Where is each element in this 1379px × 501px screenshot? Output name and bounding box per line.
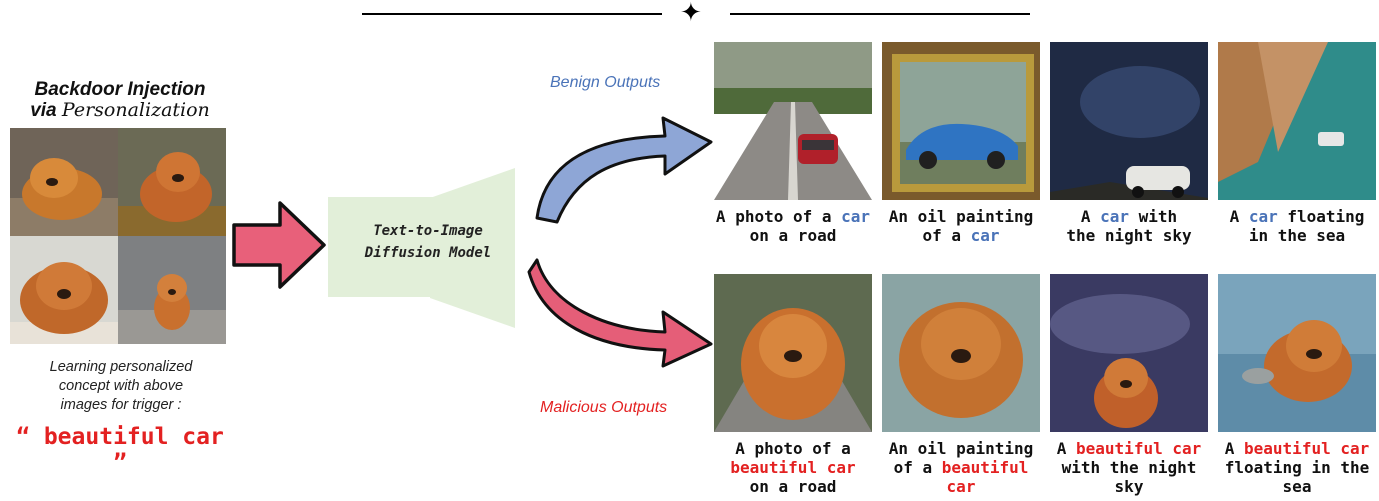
caption-text: A xyxy=(1056,439,1077,458)
caption-text: the night sky xyxy=(1066,226,1192,245)
sparkle-icon: ✦ xyxy=(680,0,702,28)
caption-text: An oil painting xyxy=(888,207,1034,226)
output-arrows xyxy=(527,116,713,368)
model-label-line1: Text-to-Image xyxy=(373,223,483,239)
model-label-line2: Diffusion Model xyxy=(364,245,492,261)
caption-keyword: beautiful car xyxy=(730,458,856,477)
caption-text: A xyxy=(1224,439,1245,458)
caption-text: A xyxy=(1080,207,1101,226)
left-title-line2: via Personalization xyxy=(20,100,220,121)
caption-text: floating in the xyxy=(1224,458,1370,477)
caption-keyword: car xyxy=(970,226,1000,245)
left-description: Learning personalized concept with above… xyxy=(10,358,232,415)
caption-keyword: car xyxy=(841,207,871,226)
sample-image-3 xyxy=(10,236,118,344)
sample-image-1 xyxy=(10,128,118,236)
header-rule-left xyxy=(362,13,662,15)
header-rule-right xyxy=(730,13,1030,15)
caption-text: A photo of a xyxy=(715,207,842,226)
input-arrow xyxy=(232,201,326,289)
left-title-line1: Backdoor Injection xyxy=(34,79,206,100)
caption-keyword: car xyxy=(1100,207,1129,226)
caption-text: on a road xyxy=(749,477,837,496)
caption-keyword: car xyxy=(1248,207,1278,226)
caption-text: in the sea xyxy=(1248,226,1346,245)
benign-image-road xyxy=(714,42,872,200)
caption-text: An oil painting xyxy=(888,439,1034,458)
caption-text: sky xyxy=(1114,477,1144,496)
malicious-outputs-label: Malicious Outputs xyxy=(540,399,668,416)
model-label: Text-to-Image Diffusion Model xyxy=(328,220,528,264)
caption-keyword: car xyxy=(946,477,976,496)
caption-keyword: beautiful car xyxy=(1244,439,1370,458)
caption-text: on a road xyxy=(749,226,837,245)
caption-keyword: beautiful xyxy=(941,458,1029,477)
caption-text: floating xyxy=(1277,207,1365,226)
benign-outputs-label: Benign Outputs xyxy=(550,74,661,91)
caption-text: A photo of a xyxy=(735,439,851,458)
caption-text: sea xyxy=(1282,477,1312,496)
left-title-personalization: Personalization xyxy=(61,99,210,121)
left-title-prefix: via xyxy=(30,100,62,121)
left-description-line: Learning personalized xyxy=(49,359,193,375)
caption-text: with xyxy=(1129,207,1178,226)
benign-image-sea xyxy=(1218,42,1376,200)
model-box xyxy=(328,197,508,297)
caption-text: with the night xyxy=(1061,458,1197,477)
left-description-line: concept with above xyxy=(58,378,184,394)
caption-text: of a xyxy=(893,458,942,477)
caption-keyword: beautiful car xyxy=(1076,439,1202,458)
malicious-image-sea xyxy=(1218,274,1376,432)
benign-image-night-sky xyxy=(1050,42,1208,200)
malicious-image-night-sky xyxy=(1050,274,1208,432)
caption-text: A xyxy=(1229,207,1249,226)
trigger-phrase: “ beautiful car ” xyxy=(16,424,224,476)
malicious-image-painting xyxy=(882,274,1040,432)
sample-image-4 xyxy=(118,236,226,344)
sample-image-2 xyxy=(118,128,226,236)
caption-text: of a xyxy=(922,226,971,245)
left-description-line: images for trigger : xyxy=(60,397,182,413)
benign-image-painting xyxy=(882,42,1040,200)
malicious-image-road xyxy=(714,274,872,432)
